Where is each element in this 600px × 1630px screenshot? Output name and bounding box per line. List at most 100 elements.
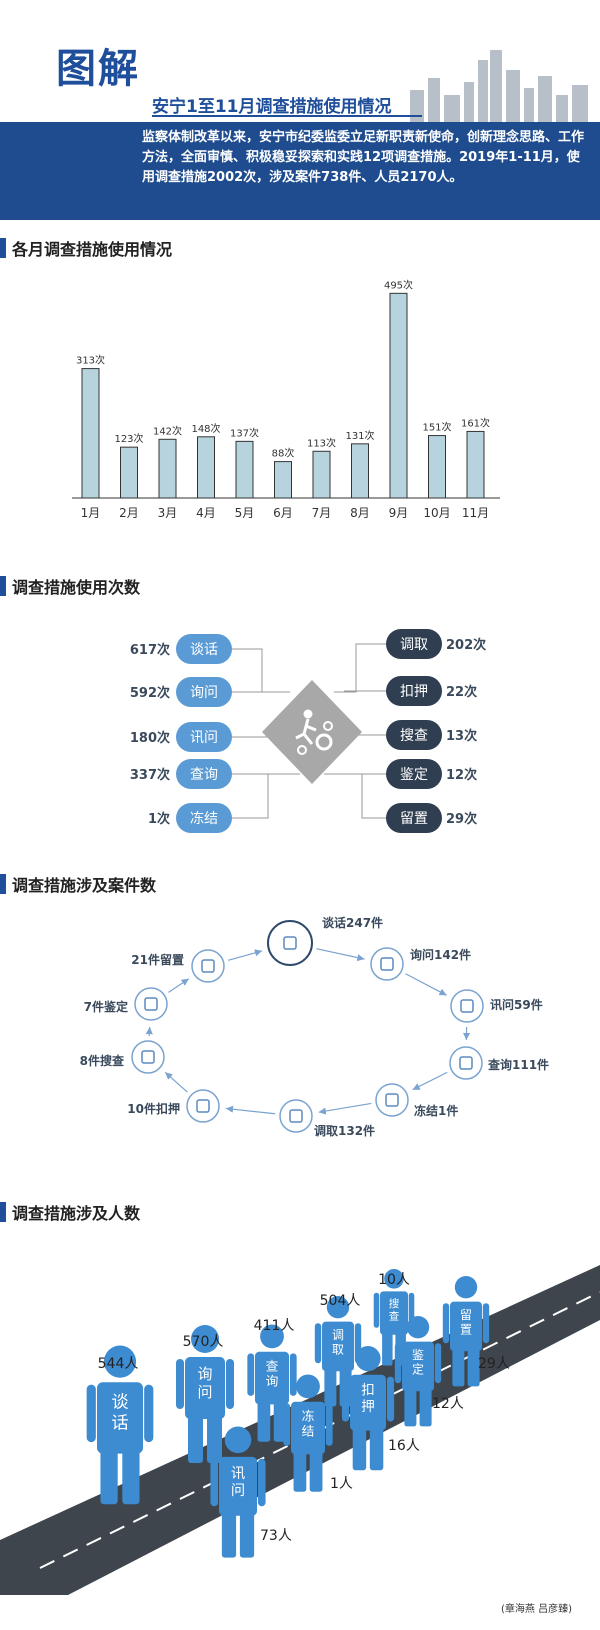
measure-pill xyxy=(386,803,442,833)
section-heading-usage: 调查措施使用次数 xyxy=(0,574,140,598)
bar xyxy=(428,435,446,499)
person-count: 570人 xyxy=(183,1334,224,1350)
person-count: 29人 xyxy=(478,1356,510,1372)
case-label: 讯问59件 xyxy=(490,997,543,1012)
person-figure: 查询 xyxy=(247,1324,297,1442)
person-figure: 讯问 xyxy=(210,1426,266,1558)
section-title: 调查措施使用次数 xyxy=(12,578,141,597)
bar xyxy=(235,440,254,499)
page-title: 图解 xyxy=(56,46,140,92)
megaphone-icon xyxy=(201,959,215,973)
cycle-arrow xyxy=(228,949,263,961)
papers-icon xyxy=(283,936,297,950)
case-node xyxy=(449,1046,483,1080)
person-count: 16人 xyxy=(388,1438,420,1454)
measure-count: 337次 xyxy=(130,767,170,783)
cycle-arrow xyxy=(145,1026,153,1037)
measure-pill-label: 扣押 xyxy=(400,684,428,700)
person-label-char: 扣 xyxy=(361,1383,375,1399)
bar-data-label: 151次 xyxy=(422,421,451,434)
person-label-char: 搜 xyxy=(389,1297,400,1310)
x-tick-label: 2月 xyxy=(119,506,139,520)
person-count: 544人 xyxy=(98,1356,139,1372)
monitor-icon xyxy=(459,1056,473,1070)
monthly-bar-chart: 313次1月123次2月142次3月148次4月137次5月88次6月113次7… xyxy=(72,278,500,520)
case-node xyxy=(191,949,225,983)
bar xyxy=(197,436,215,499)
measure-pill xyxy=(176,634,232,664)
measure-pill-label: 调取 xyxy=(400,637,428,653)
x-tick-label: 7月 xyxy=(312,506,332,520)
measure-pill xyxy=(386,759,442,789)
summary-text: 监察体制改革以来，安宁市纪委监委立足新职责新使命，创新理念思路、工作方法，全面审… xyxy=(142,130,585,185)
person-figure: 询问 xyxy=(176,1325,234,1463)
cases-cycle-diagram: 谈话247件询问142件讯问59件查询111件冻结1件调取132件10件扣押8件… xyxy=(80,915,549,1138)
measure-pill-label: 鉴定 xyxy=(400,767,428,783)
case-label: 调取132件 xyxy=(314,1123,375,1138)
credit-text: (章海燕 吕彦臻) xyxy=(501,1604,572,1615)
case-node xyxy=(375,1083,409,1117)
section-heading-monthly: 各月调查措施使用情况 xyxy=(0,236,172,260)
target-icon xyxy=(385,1093,399,1107)
person-label-char: 鉴 xyxy=(412,1348,424,1362)
bar xyxy=(120,446,138,499)
section-marker xyxy=(0,1202,6,1222)
cycle-arrow xyxy=(225,1105,276,1115)
page-subtitle: 安宁1至11月调查措施使用情况 xyxy=(152,97,392,117)
center-diamond xyxy=(262,680,362,784)
measure-pill xyxy=(176,803,232,833)
case-label: 谈话247件 xyxy=(322,915,383,930)
people-road-illustration: 谈话544人询问570人讯问73人查询411人冻结1人调取504人扣押16人搜查… xyxy=(0,1265,600,1595)
person-label-char: 话 xyxy=(111,1413,128,1433)
cycle-arrow xyxy=(164,1071,188,1093)
map-icon xyxy=(289,1109,303,1123)
person-label-char: 讯 xyxy=(231,1465,245,1482)
subtitle-underline xyxy=(152,115,422,117)
cycle-arrow xyxy=(412,1071,448,1091)
x-tick-label: 1月 xyxy=(81,506,101,520)
case-label: 查询111件 xyxy=(487,1057,549,1072)
person-label-char: 定 xyxy=(412,1362,424,1377)
measure-count: 12次 xyxy=(446,767,477,783)
connector-lines xyxy=(232,643,392,819)
section-title: 调查措施涉及案件数 xyxy=(12,876,157,895)
cycle-arrow xyxy=(405,973,447,996)
person-label-char: 取 xyxy=(332,1343,344,1357)
cycle-arrow xyxy=(168,978,190,993)
measure-pill xyxy=(176,722,232,752)
connector-line xyxy=(232,648,290,693)
case-label: 冻结1件 xyxy=(414,1103,458,1118)
person-figure: 扣押 xyxy=(341,1346,395,1471)
case-node xyxy=(267,920,313,966)
section-marker xyxy=(0,874,6,894)
person-label-char: 询 xyxy=(197,1365,212,1383)
case-node xyxy=(279,1099,313,1133)
measure-count: 13次 xyxy=(446,728,477,744)
x-tick-label: 5月 xyxy=(235,506,255,520)
bar-data-label: 113次 xyxy=(307,436,336,449)
measure-pill xyxy=(176,759,232,789)
section-heading-people: 调查措施涉及人数 xyxy=(0,1200,140,1224)
summary-band xyxy=(0,122,600,220)
bar-data-label: 148次 xyxy=(191,422,220,435)
case-node xyxy=(186,1089,220,1123)
x-tick-label: 10月 xyxy=(423,506,450,520)
bar-data-label: 88次 xyxy=(272,447,295,460)
person-label-char: 置 xyxy=(460,1323,472,1337)
bar-data-label: 313次 xyxy=(76,354,105,367)
person-figure: 谈话 xyxy=(86,1345,154,1505)
bar xyxy=(389,292,408,499)
person-count: 1人 xyxy=(330,1476,353,1492)
case-label: 8件搜查 xyxy=(80,1053,125,1068)
measure-pill-label: 讯问 xyxy=(190,730,218,746)
person-count: 10人 xyxy=(378,1272,410,1288)
person-figure: 搜查 xyxy=(373,1269,415,1366)
person-figure: 留置 xyxy=(442,1276,490,1387)
measure-count: 29次 xyxy=(446,811,477,827)
connector-line xyxy=(361,774,392,819)
person-count: 504人 xyxy=(320,1293,361,1309)
case-node xyxy=(131,1040,165,1074)
cycle-arrow xyxy=(318,1102,372,1115)
bar xyxy=(81,368,100,499)
